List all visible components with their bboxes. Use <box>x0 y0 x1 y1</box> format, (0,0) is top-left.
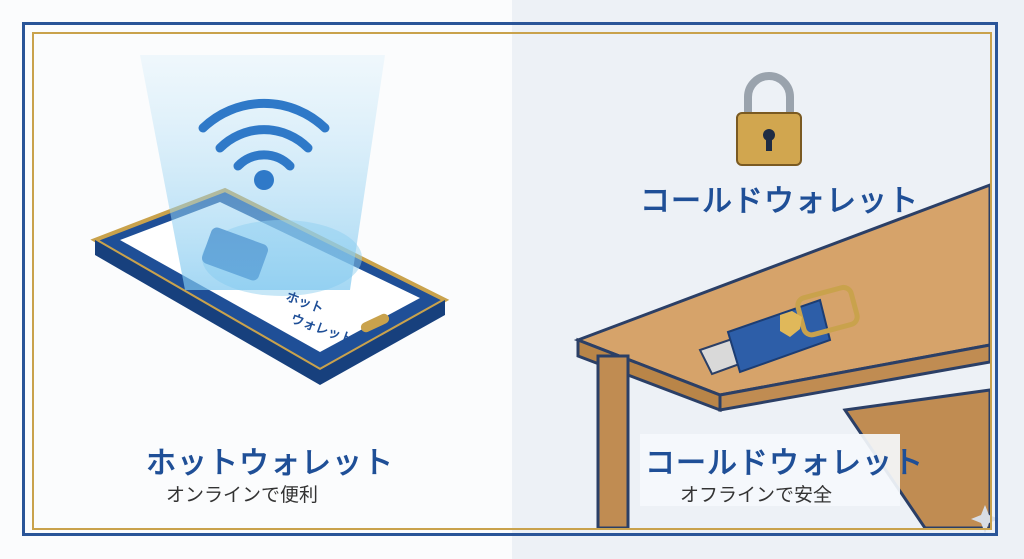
outer-frame <box>22 22 998 536</box>
hot-wallet-subtitle: オンラインで便利 <box>166 484 319 506</box>
cold-label-box <box>640 434 900 506</box>
usb-drive-icon <box>698 284 860 376</box>
padlock-icon <box>736 72 802 166</box>
cold-wallet-header: コールドウォレット <box>640 184 919 219</box>
inner-frame <box>32 32 992 530</box>
cold-wallet-title: コールドウォレット <box>645 446 924 481</box>
wifi-icon <box>198 98 330 190</box>
sparkle-icon <box>971 505 999 533</box>
cold-wallet-subtitle: オフラインで安全 <box>680 484 833 506</box>
wooden-table <box>573 182 992 530</box>
hot-wallet-title: ホットウォレット <box>146 446 394 481</box>
